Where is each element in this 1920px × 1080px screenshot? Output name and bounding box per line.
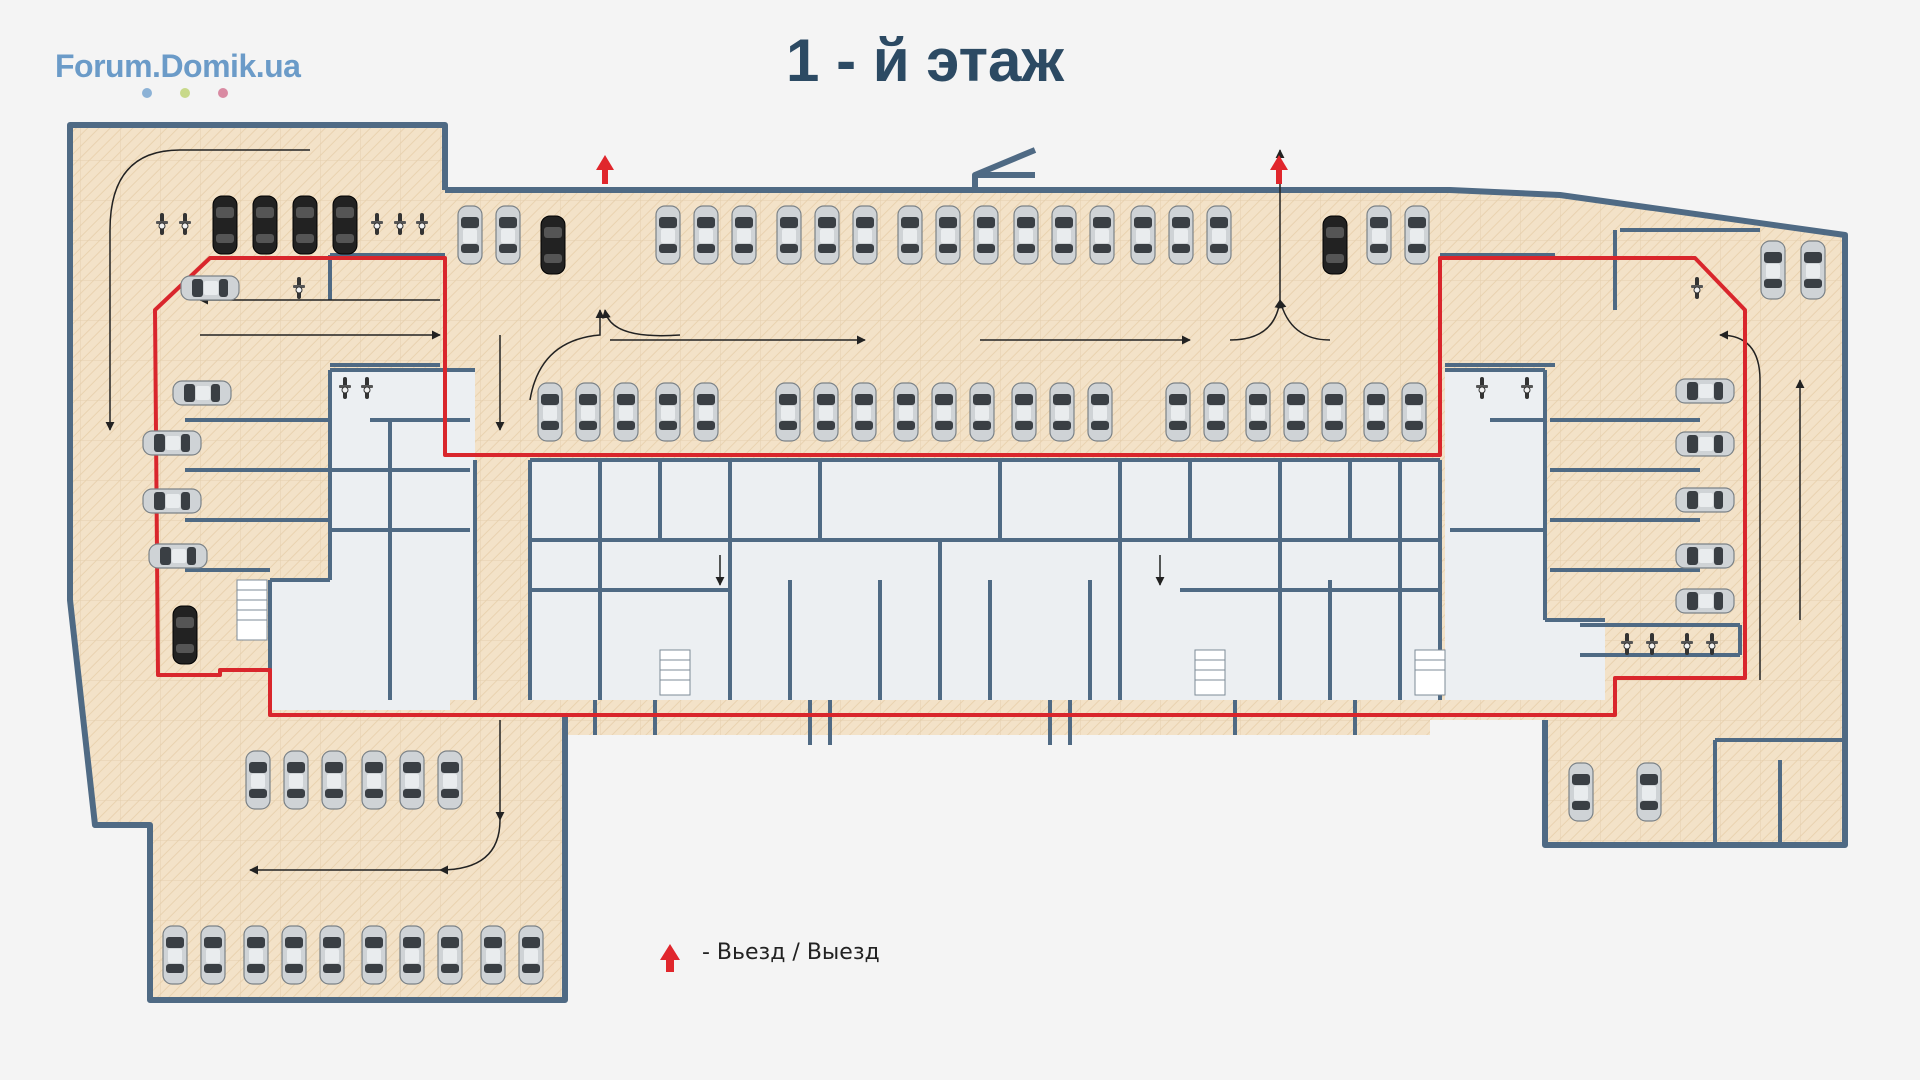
logo-dots xyxy=(142,88,228,98)
building-core xyxy=(270,370,1605,710)
car-icon xyxy=(537,382,1427,442)
page-title: 1 - й этаж xyxy=(786,27,1064,94)
stairs xyxy=(236,579,1446,696)
logo-dot-pink xyxy=(218,88,228,98)
direction-arrow-icon xyxy=(105,149,1805,875)
legend: - Вьезд / Выезд xyxy=(660,940,880,965)
legend-text: - Вьезд / Выезд xyxy=(702,940,880,965)
interior-walls xyxy=(185,228,1845,845)
entry-arrow-icon xyxy=(596,155,1288,184)
legend-arrow-icon xyxy=(660,944,680,972)
boundary-line xyxy=(153,256,1747,717)
logo-dot-green xyxy=(180,88,190,98)
logo-dot-blue xyxy=(142,88,152,98)
logo: Forum.Domik.ua xyxy=(55,48,301,84)
